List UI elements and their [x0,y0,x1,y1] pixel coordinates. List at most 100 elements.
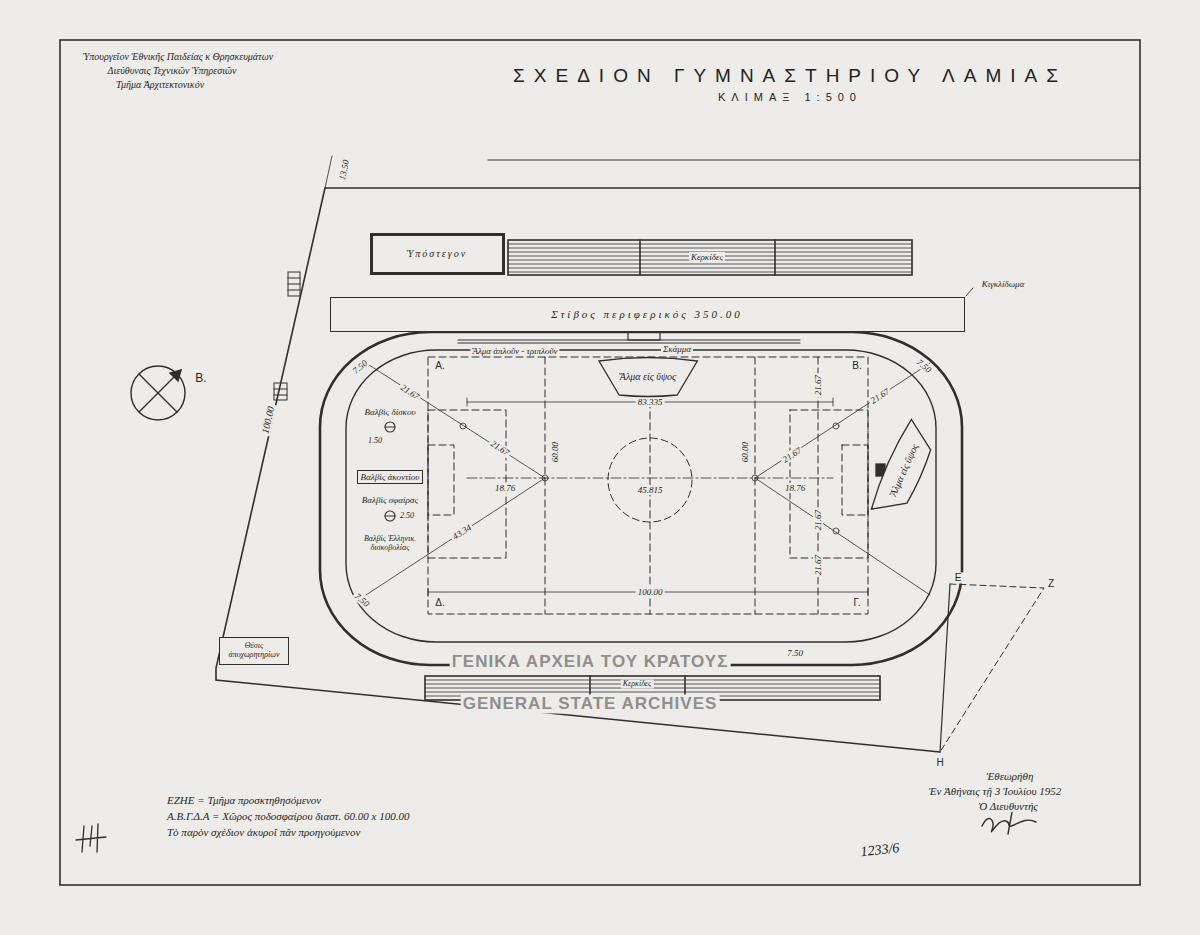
approval-note: Ἐθεωρήθη [985,770,1036,782]
football-field [428,445,454,515]
archive-number: 1233/6 [858,840,902,860]
high-jump-sector: Ἅλμα εἰς ὕψος [598,357,698,397]
football-field [608,438,692,522]
toilet-box: Θέσις ἀποχωρητηρίων [219,637,289,665]
compass-letter: Β. [193,372,208,385]
setting-out-lines [868,588,869,596]
setting-out-lines [366,363,545,478]
throwing-circle [385,422,395,432]
box-text: Θέσις ἀποχωρητηρίων [223,642,285,660]
javelin-box: Βαλβὶς ἀκοντίου [357,470,424,484]
site-boundary [940,584,950,752]
setting-out-lines [467,398,468,406]
part-name: Σκάμμα [661,344,693,354]
stand-step [508,264,912,265]
plan-lines [60,40,1140,885]
monogram [76,824,106,852]
corner-letter: Γ. [851,597,862,608]
dimension: 21.67 [487,437,513,459]
football-field [428,357,868,614]
ministry-heading: Τμῆμα Ἀρχιτεκτονικόν [114,79,206,90]
dimension: 45.815 [636,485,665,495]
football-field [842,445,868,515]
stair [288,290,300,291]
throwing-circle [385,515,395,516]
throwing-circle [385,511,395,521]
part-name: Ἅλμα ἁπλοῦν - τριπλοῦν [470,346,559,356]
approval-note: Ἐν Ἀθήναις τῇ 3 Ἰουλίου 1952 [927,785,1064,797]
stand-step [508,244,912,245]
ministry-heading: Διεύθυνσις Τεχνικῶν Ὑπηρεσιῶν [106,65,239,76]
note: Τὸ παρὸν σχέδιον ἀκυροῖ πᾶν προηγούμενον [165,826,362,838]
runway [458,343,800,344]
football-field [755,357,756,614]
leader-line [966,288,973,296]
site-boundary [216,188,940,752]
north-arrow [139,370,181,412]
dimension: 2.50 [398,512,416,521]
track-inner [346,350,936,642]
north-arrow [131,366,185,420]
shelter-box: Ὑπόστεγον [370,233,505,275]
dimension: 21.67 [813,553,823,577]
acquired-area [940,584,1044,752]
track-outer [320,332,962,665]
stand-step [508,248,912,249]
drawing-title: ΣΧΕΔΙΟΝ ΓΥΜΝΑΣΤΗΡΙΟΥ ΛΑΜΙΑΣ [513,66,1067,87]
dimension: 21.67 [779,444,805,466]
corner-letter: Ζ [1046,578,1056,589]
stair [274,272,300,400]
stair [274,389,287,390]
scale-note: ΚΛΙΜΑΞ 1:500 [716,91,864,103]
setting-out-lines [833,528,839,534]
dimension: 13.50 [337,157,352,183]
signature [982,812,1036,834]
setting-out-lines [460,423,466,429]
dimension: 18.76 [493,483,517,493]
north-arrow [139,374,177,412]
ministry-heading: Ὑπουργεῖον Ἐθνικῆς Παιδείας κ Θρησκευμάτ… [81,51,275,62]
track-band: Στίβος περιφερικός 350.00 [330,297,965,332]
football-field [545,357,546,614]
watermark: ΓΕΝΙΚΑ ΑΡΧΕΙΑ ΤΟΥ ΚΡΑΤΟΥΣ [450,652,731,671]
stair [274,383,287,400]
dimension: 7.50 [785,648,805,658]
setting-out-lines [542,475,548,481]
stair [274,395,287,396]
setting-out-lines [428,588,429,596]
north-arrow [170,370,181,381]
dimension: 100.00 [259,403,277,436]
throwing-circle [385,426,395,427]
part-name: Βαλβὶς σφαίρας [360,495,420,505]
football-field [428,357,868,614]
corner-letter: Α. [433,360,446,371]
jump-pit [628,331,660,340]
note: ΕΖΗΕ = Τμῆμα προσκτηθησόμενον [165,794,323,806]
part-name: Κερκίδες [621,680,654,689]
dimension: 60.00 [550,440,560,464]
dimension: 7.50 [913,356,935,376]
dimension: 21.67 [813,508,823,532]
setting-out-lines [833,423,839,429]
corner-letter: Β. [850,360,863,371]
dimension: 43.34 [449,521,475,543]
dimension: 21.67 [813,373,823,397]
box-text: Στίβος περιφερικός 350.00 [551,308,743,320]
dimension: 21.67 [397,381,423,403]
watermark: GENERAL STATE ARCHIVES [461,694,720,713]
north-arrow [131,366,185,420]
part-name: Κερκίδες [689,252,725,262]
box-text: Ὑπόστεγον [407,248,467,259]
corner-letter: Δ. [433,597,446,608]
setting-out-lines [366,363,930,596]
stand-divider [639,240,641,275]
part-name: Βαλβὶς Ἑλληνικ. δισκοβολίας [353,535,427,553]
dimension: 83.335 [636,397,665,407]
stand-step [508,268,912,269]
dimension: 1.50 [366,437,384,446]
part-name: Βαλβὶς δίσκου [362,407,417,417]
stair [288,272,300,296]
stand-step [425,692,880,693]
approval-note: Ὁ Διευθυντής [976,800,1040,812]
dimension: 18.76 [783,483,807,493]
